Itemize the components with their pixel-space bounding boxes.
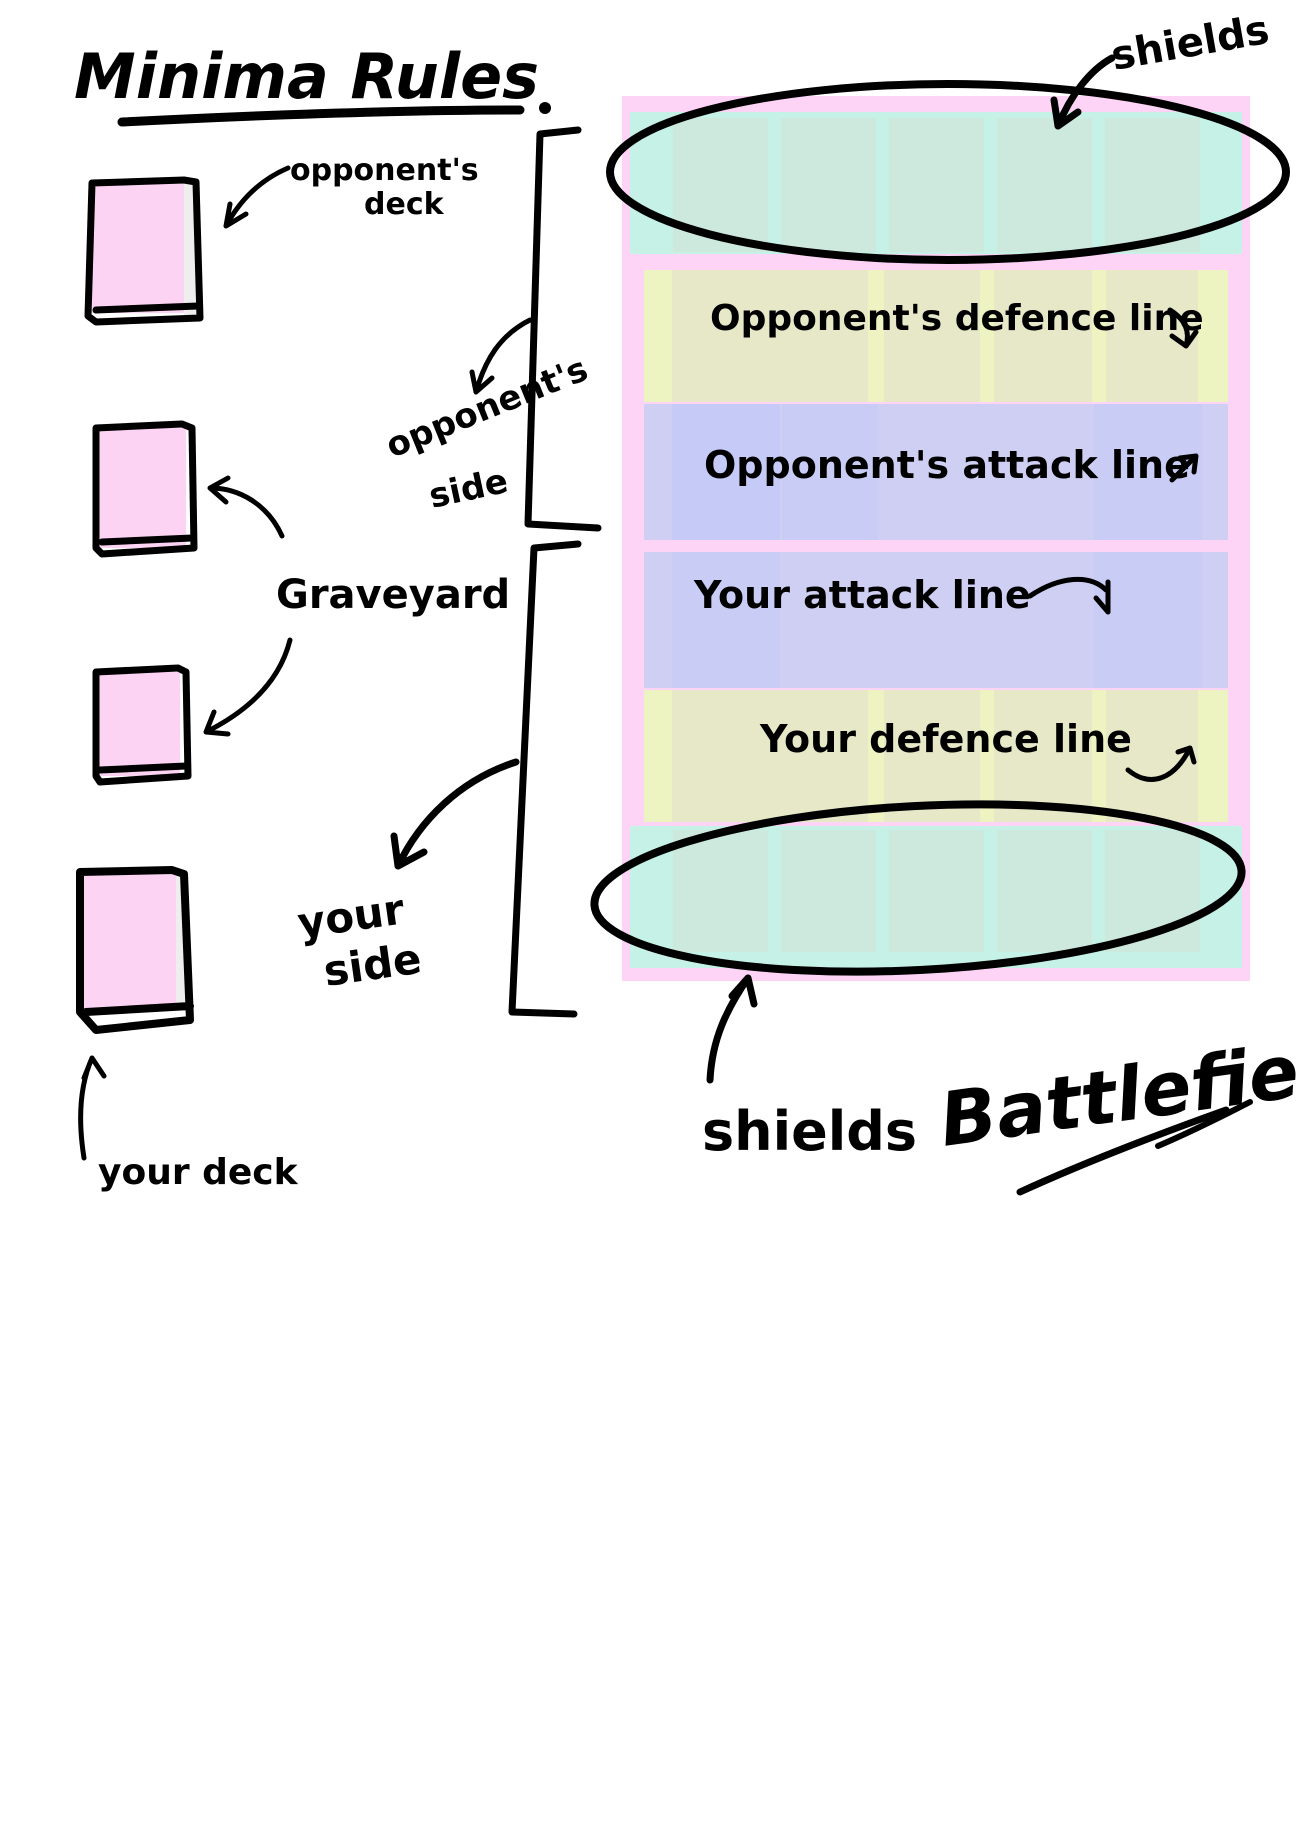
your-graveyard-card: [92, 664, 192, 786]
opponents-deck-label-line1: opponent's: [290, 153, 479, 188]
curved-arrow-down-icon: [1027, 576, 1111, 615]
shields-label-bottom: shields: [702, 1100, 917, 1163]
opponent-attack-line-label: Opponent's attack line: [704, 443, 1190, 487]
arrow-to-top-shields-icon: [1050, 54, 1116, 130]
opponent-shields-ellipse: [606, 80, 1290, 264]
curved-arrow-down-right-icon: [1167, 307, 1199, 349]
your-defence-line-label: Your defence line: [759, 717, 1132, 761]
shields-label-top: shields: [1108, 7, 1273, 80]
arrow-to-your-graveyard-icon: [203, 637, 293, 737]
battlefield-title: Battlefield: [935, 1017, 1300, 1163]
battlefield: Opponent's defence line Opponent's attac…: [590, 80, 1290, 981]
your-shields-ellipse: [590, 800, 1246, 976]
arrow-to-opponents-deck-icon: [223, 165, 291, 229]
your-side-bracket: [508, 540, 582, 1018]
opponent-attack-line: [644, 404, 1228, 540]
arrow-to-bottom-shields-icon: [706, 974, 758, 1084]
your-attack-line: [644, 552, 1228, 688]
page-title: Minima Rules: [74, 40, 539, 113]
title-underline: [117, 105, 525, 127]
your-side-label-line2: side: [321, 934, 425, 996]
battlefield-underline-2: [1016, 1106, 1230, 1196]
your-attack-line-label: Your attack line: [693, 573, 1031, 617]
your-shield-zone: [630, 826, 1242, 968]
your-deck-card: [76, 866, 194, 1034]
arrow-up-right-icon: [1169, 453, 1199, 483]
opponents-deck-card: [84, 176, 204, 326]
opponent-defence-line: [644, 270, 1228, 402]
curved-arrow-up-right-icon: [1125, 745, 1197, 782]
arrow-to-opponents-side-icon: [469, 317, 533, 395]
opponents-graveyard-card: [92, 420, 198, 558]
your-defence-line: [644, 690, 1228, 822]
graveyard-label: Graveyard: [276, 572, 510, 618]
opponent-defence-line-label: Opponent's defence line: [710, 298, 1204, 339]
title-dot: [539, 102, 551, 114]
battlefield-underline-1: [1155, 1099, 1253, 1149]
arrow-to-your-deck-icon: [78, 1055, 107, 1161]
arrow-to-your-side-icon: [390, 758, 520, 870]
opponents-side-bracket: [524, 126, 602, 532]
opponents-side-label-line2: side: [426, 461, 512, 517]
arrow-to-opponents-graveyard-icon: [207, 475, 285, 539]
opponent-shield-zone: [630, 112, 1242, 254]
opponents-deck-label-line2: deck: [364, 187, 445, 222]
your-deck-label: your deck: [98, 1152, 299, 1193]
